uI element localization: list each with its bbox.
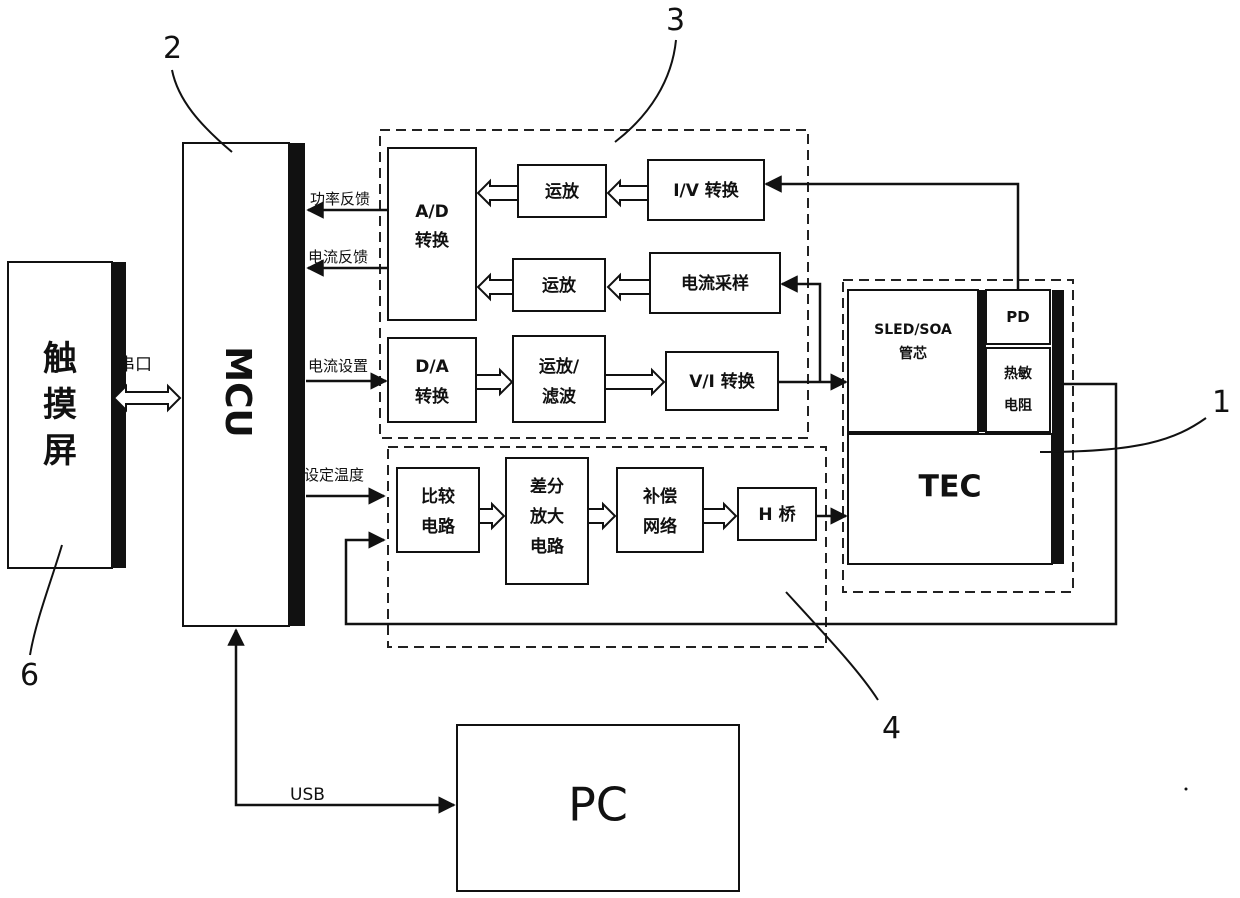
ad-label-2: 转换: [415, 230, 450, 251]
opamp-2-label: 运放: [542, 275, 577, 296]
thermistor-label-2: 电阻: [1004, 397, 1032, 414]
line-sled-to-sampling: [782, 284, 820, 382]
thermistor-label-1: 热敏: [1004, 365, 1033, 382]
touchscreen-label: 触摸屏: [43, 339, 77, 471]
mcu-label: MCU: [217, 346, 258, 437]
hollow-arrow-iv-to-opamp1: [608, 181, 648, 205]
touchscreen-char-1: 触: [43, 339, 77, 379]
hollow-arrow-compare-to-diffamp: [479, 504, 504, 528]
callout-6: 6: [20, 658, 39, 693]
touchscreen-char-2: 摸: [43, 385, 77, 425]
tec-label: TEC: [919, 470, 982, 505]
opamp-filter-block: [513, 336, 605, 422]
compnet-label-1: 补偿: [642, 486, 677, 507]
compare-label-2: 电路: [421, 516, 456, 537]
ad-label-1: A/D: [415, 202, 448, 222]
stray-dot: [1185, 788, 1188, 791]
da-converter-block: [388, 338, 476, 422]
thermistor-block: [986, 348, 1050, 432]
label-usb: USB: [290, 785, 325, 805]
sled-label-1: SLED/SOA: [874, 322, 952, 338]
hollow-arrow-opamp1-to-ad: [478, 181, 518, 205]
iv-label: I/V 转换: [673, 180, 740, 201]
module-1-side-bar: [1052, 290, 1064, 564]
callout-1: 1: [1212, 385, 1231, 420]
leader-3: [615, 40, 676, 142]
pd-label: PD: [1006, 308, 1029, 326]
h-bridge-label: H 桥: [758, 505, 796, 525]
compnet-label-2: 网络: [643, 516, 677, 537]
diff-amp-label-1: 差分: [530, 476, 564, 497]
hollow-arrow-opampfilter-to-vi: [605, 370, 664, 394]
sled-pd-separator: [978, 290, 986, 432]
hollow-arrow-diffamp-to-compnet: [588, 504, 615, 528]
vi-label: V/I 转换: [689, 371, 756, 392]
current-sampling-label: 电流采样: [681, 273, 749, 294]
diff-amp-label-3: 电路: [530, 536, 565, 557]
da-label-1: D/A: [415, 357, 449, 377]
da-label-2: 转换: [415, 386, 450, 407]
pc-label: PC: [568, 778, 628, 832]
leader-2: [172, 70, 232, 152]
mcu-pin-bar: [289, 143, 305, 626]
callout-3: 3: [666, 3, 685, 38]
callout-4: 4: [882, 711, 901, 746]
label-serial-port: 串口: [118, 355, 152, 375]
hollow-arrow-compnet-to-hbridge: [703, 504, 736, 528]
leader-1: [1040, 418, 1206, 452]
line-pd-to-iv: [766, 184, 1018, 290]
hollow-arrow-opamp2-to-ad: [478, 275, 513, 299]
compare-circuit-block: [397, 468, 479, 552]
label-power-feedback: 功率反馈: [310, 190, 370, 208]
opamp-filter-label-1: 运放/: [539, 356, 580, 377]
diff-amp-label-2: 放大: [529, 506, 564, 527]
sled-label-2: 管芯: [899, 345, 927, 362]
hollow-arrow-serial-port: [114, 386, 180, 410]
line-usb: [236, 630, 454, 805]
label-current-feedback: 电流反馈: [308, 248, 368, 266]
compare-label-1: 比较: [421, 486, 455, 507]
hollow-arrow-da-to-opampfilter: [476, 370, 512, 394]
opamp-filter-label-2: 滤波: [542, 386, 577, 407]
label-current-setting: 电流设置: [308, 357, 368, 375]
opamp-1-label: 运放: [545, 181, 580, 202]
hollow-arrow-sampling-to-opamp2: [608, 275, 650, 299]
compensation-network-block: [617, 468, 703, 552]
touchscreen-char-3: 屏: [43, 431, 77, 471]
touchscreen-connector-bar: [112, 262, 126, 568]
label-set-temperature: 设定温度: [304, 466, 364, 484]
callout-2: 2: [163, 31, 182, 66]
